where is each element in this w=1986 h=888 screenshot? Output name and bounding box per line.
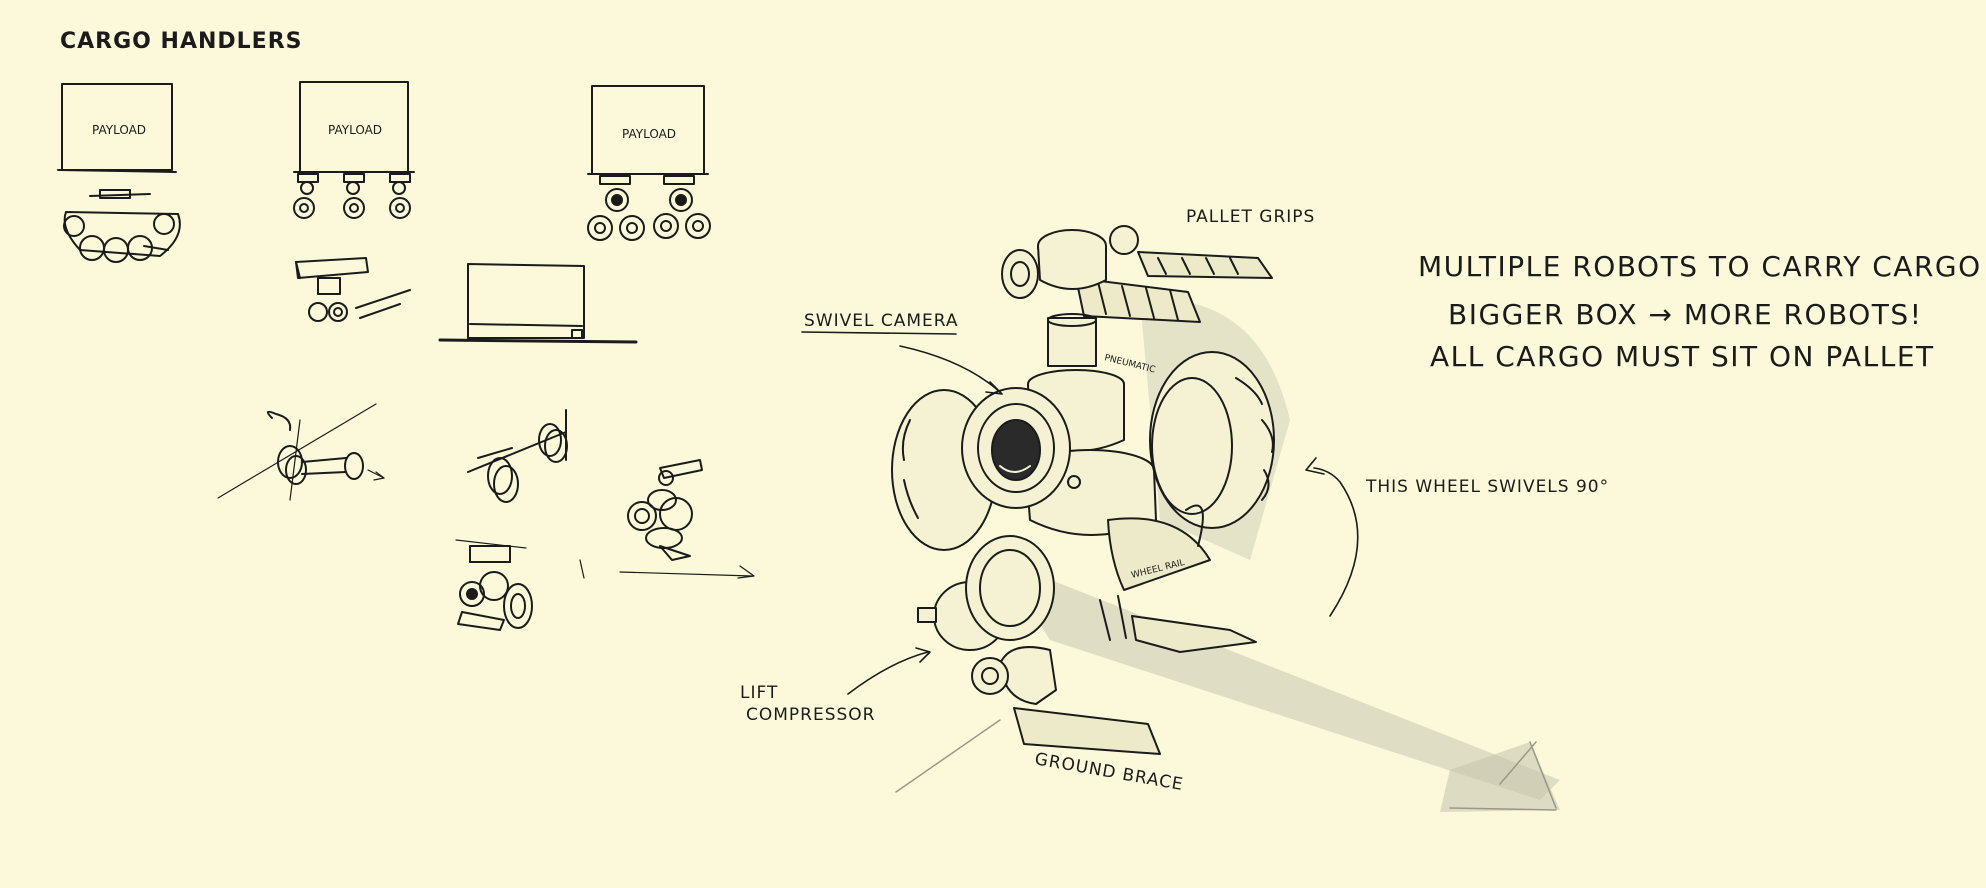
note-line-2: BIGGER BOX → MORE ROBOTS! [1448, 298, 1922, 331]
thumb-perspective-robot-low [455, 539, 585, 631]
thumb-perspective-axle [467, 409, 568, 503]
note-line-3: ALL CARGO MUST SIT ON PALLET [1430, 340, 1935, 373]
payload-label-1: PAYLOAD [92, 123, 146, 137]
sheet-title: CARGO HANDLERS [60, 29, 302, 54]
callout-swivel-camera: SWIVEL CAMERA [804, 311, 959, 331]
callout-leaders [801, 331, 1359, 695]
payload-label-3: PAYLOAD [622, 127, 676, 141]
thumb-box-on-ground [438, 263, 638, 344]
thumb-payload-wheel-pairs [587, 85, 711, 241]
callout-ground-brace: GROUND BRACE [1033, 749, 1185, 795]
main-robot [891, 225, 1275, 755]
callout-wheel-swivel: THIS WHEEL SWIVELS 90° [1365, 477, 1609, 497]
thumb-perspective-wheel-arm [217, 403, 385, 501]
note-line-1: MULTIPLE ROBOTS TO CARRY CARGO [1418, 250, 1982, 283]
callout-lift-line1: LIFT [740, 683, 778, 703]
thumb-payload-three-pods [293, 81, 415, 219]
thumb-payload-tread [57, 83, 181, 263]
thumb-mini-robot [619, 459, 755, 579]
callout-pallet-grips: PALLET GRIPS [1186, 207, 1315, 227]
thumb-tray-robot [295, 257, 411, 322]
pallet-grips [1075, 251, 1273, 323]
callout-lift-line2: COMPRESSOR [746, 705, 876, 725]
payload-label-2: PAYLOAD [328, 123, 382, 137]
